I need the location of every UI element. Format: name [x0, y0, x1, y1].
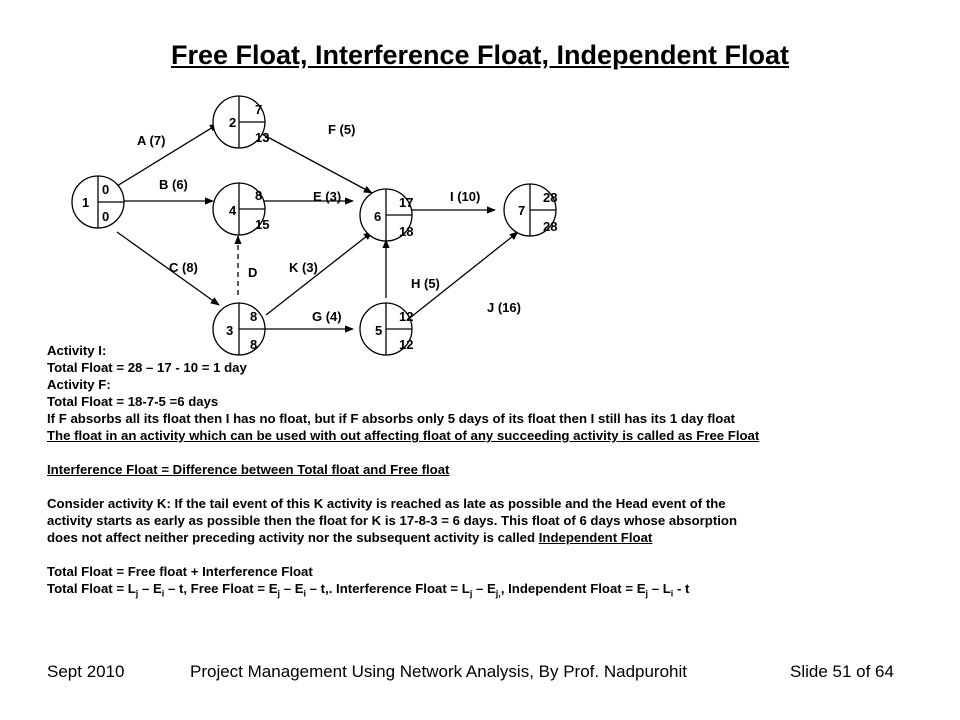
formula-part: – E — [138, 581, 162, 596]
node-1 — [71, 175, 125, 229]
node-7-early: 28 — [543, 190, 557, 205]
total-float-relation: Total Float = Free float + Interference … — [47, 564, 313, 579]
node-4-id: 4 — [229, 203, 237, 218]
node-4-late: 15 — [255, 217, 269, 232]
activity-C-label: C (8) — [169, 260, 198, 275]
activity-K-label: K (3) — [289, 260, 318, 275]
float-formulas: Total Float = Lj – Ei – t, Free Float = … — [47, 580, 927, 599]
formula-sub: i — [303, 588, 307, 599]
activity-f-heading: Activity F: — [47, 377, 111, 392]
node-1-early: 0 — [102, 182, 109, 197]
node-2-id: 2 — [229, 115, 236, 130]
formula-sub: i — [670, 588, 674, 599]
node-7-late: 28 — [543, 219, 557, 234]
formula-part: , Independent Float = E — [500, 581, 646, 596]
activity-G-label: G (4) — [312, 309, 342, 324]
footer-slide-number: Slide 51 of 64 — [790, 662, 894, 681]
formula-sub: j, — [495, 588, 501, 599]
activity-J-label: J (16) — [487, 300, 521, 315]
formula-sub: j — [645, 588, 649, 599]
footer-date: Sept 2010 — [47, 662, 125, 681]
arrow-J — [405, 231, 519, 322]
activity-k-line-3: does not affect neither preceding activi… — [47, 529, 927, 546]
formula-sub: i — [161, 588, 165, 599]
node-3-late: 8 — [250, 337, 257, 352]
interference-float-definition: Interference Float = Difference between … — [47, 462, 450, 477]
activity-i-heading: Activity I: — [47, 343, 107, 358]
slide-title: Free Float, Interference Float, Independ… — [170, 40, 790, 70]
node-4-early: 8 — [255, 188, 262, 203]
node-2-late: 13 — [255, 130, 269, 145]
activity-A-label: A (7) — [137, 133, 165, 148]
node-5-id: 5 — [375, 323, 382, 338]
node-4 — [212, 182, 266, 236]
activity-E-label: E (3) — [313, 189, 341, 204]
absorption-note: If F absorbs all its float then I has no… — [47, 411, 736, 426]
activity-D-label: D — [248, 265, 257, 280]
node-2 — [212, 95, 266, 149]
free-float-definition: The float in an activity which can be us… — [47, 428, 760, 443]
node-6-late: 18 — [399, 224, 413, 239]
formula-part: – L — [648, 581, 671, 596]
explanation-text: Activity I: Total Float = 28 – 17 - 10 =… — [47, 342, 927, 599]
activity-B-label: B (6) — [159, 177, 188, 192]
node-5-early: 12 — [399, 309, 413, 324]
activity-k-line-3-text: does not affect neither preceding activi… — [47, 530, 539, 545]
footer-course: Project Management Using Network Analysi… — [190, 662, 688, 681]
activity-k-line-2: activity starts as early as possible the… — [47, 513, 737, 528]
formula-sub: j — [135, 588, 139, 599]
activity-I-label: I (10) — [450, 189, 480, 204]
arrow-A — [116, 123, 219, 187]
node-3-early: 8 — [250, 309, 257, 324]
node-6-id: 6 — [374, 209, 381, 224]
formula-part: – E — [280, 581, 304, 596]
independent-float-term: Independent Float — [538, 530, 653, 545]
node-6-early: 17 — [399, 195, 413, 210]
formula-part: – E — [472, 581, 496, 596]
activity-f-total-float: Total Float = 18-7-5 =6 days — [47, 394, 219, 409]
activity-k-line-1: Consider activity K: If the tail event o… — [47, 496, 726, 511]
node-3 — [212, 302, 266, 356]
node-5-late: 12 — [399, 337, 413, 352]
node-2-early: 7 — [255, 102, 262, 117]
node-3-id: 3 — [226, 323, 233, 338]
activity-F-label: F (5) — [328, 122, 355, 137]
formula-part: – t,. Interference Float = L — [306, 581, 470, 596]
formula-part: – t, Free Float = E — [164, 581, 278, 596]
formula-part: Total Float = L — [47, 581, 136, 596]
arrow-C — [116, 231, 220, 306]
node-7-id: 7 — [518, 203, 525, 218]
node-5 — [359, 302, 413, 356]
activity-H-label: H (5) — [411, 276, 440, 291]
arrow-K — [265, 231, 373, 316]
node-1-id: 1 — [82, 195, 89, 210]
formula-part: - t — [673, 581, 690, 596]
formula-sub: j — [469, 588, 473, 599]
activity-i-total-float: Total Float = 28 – 17 - 10 = 1 day — [47, 360, 247, 375]
node-6 — [359, 188, 413, 242]
node-1-late: 0 — [102, 209, 109, 224]
formula-sub: j — [277, 588, 281, 599]
node-7 — [503, 183, 557, 237]
arrow-F — [261, 133, 373, 194]
